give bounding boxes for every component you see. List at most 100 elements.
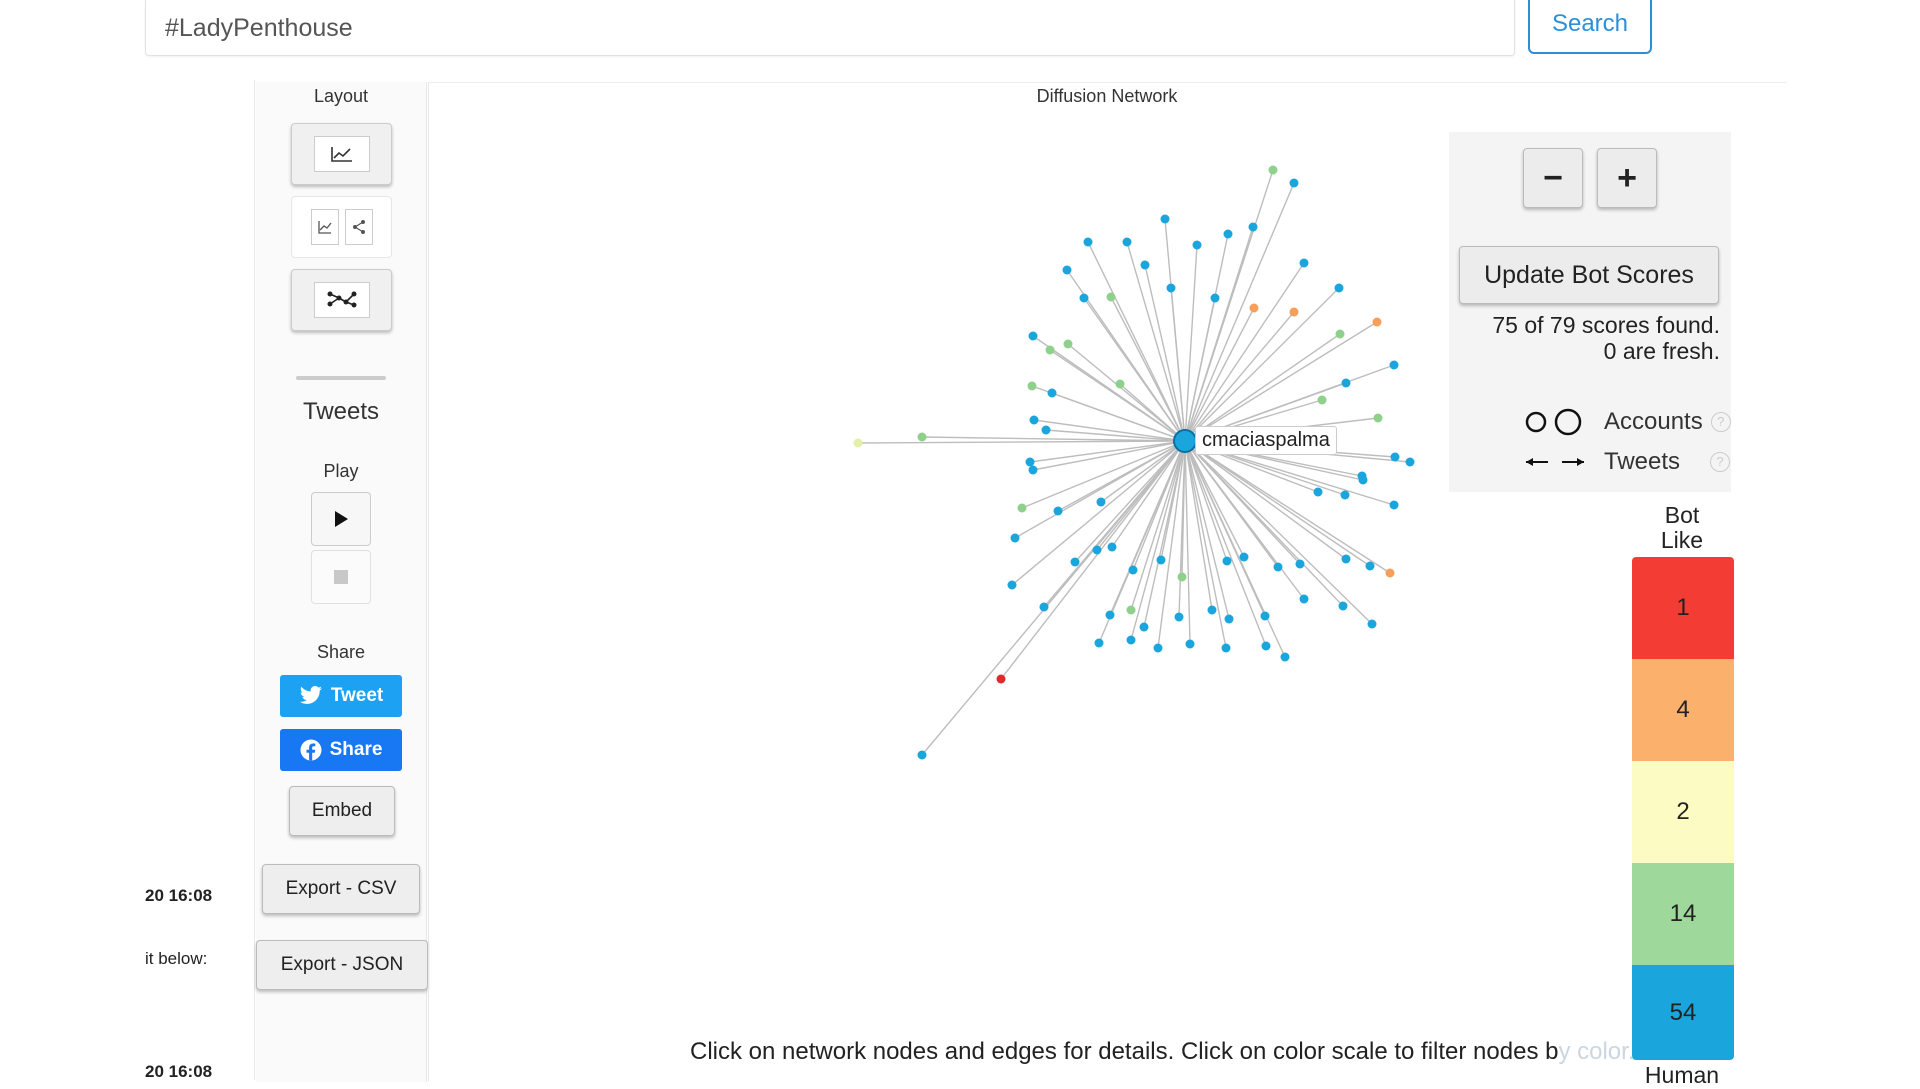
network-edge[interactable] [1087,241,1186,442]
scale-bucket[interactable]: 1 [1632,557,1734,659]
network-edge[interactable] [1184,440,1191,645]
network-edge[interactable] [1126,241,1186,442]
network-edge[interactable] [1143,440,1186,628]
network-node[interactable] [1096,497,1106,507]
network-edge[interactable] [1032,440,1186,471]
network-node[interactable] [1010,533,1020,543]
network-node[interactable] [1177,572,1187,582]
network-node[interactable] [1341,378,1351,388]
network-node[interactable] [1299,258,1309,268]
network-edge[interactable] [1130,440,1186,611]
network-edge[interactable] [921,440,1186,756]
layout-button-split[interactable] [291,196,392,258]
network-node[interactable] [1338,601,1348,611]
network-node[interactable] [1039,602,1049,612]
network-node[interactable] [1126,605,1136,615]
network-edge[interactable] [1184,440,1213,611]
network-node[interactable] [1313,487,1323,497]
network-node[interactable] [1153,643,1163,653]
network-node[interactable] [1122,237,1132,247]
network-edge[interactable] [857,440,1186,444]
network-node[interactable] [1083,237,1093,247]
center-node[interactable] [1173,429,1197,453]
network-node[interactable] [1221,643,1231,653]
network-node[interactable] [1248,222,1258,232]
search-input[interactable] [163,8,1467,48]
network-node[interactable] [1317,395,1327,405]
network-node[interactable] [1373,413,1383,423]
network-node[interactable] [1047,388,1057,398]
network-node[interactable] [1185,639,1195,649]
network-edge[interactable] [1184,226,1254,442]
network-edge[interactable] [1098,440,1186,644]
zoom-out-button[interactable]: − [1523,148,1583,208]
network-node[interactable] [1062,265,1072,275]
network-node[interactable] [1192,240,1202,250]
network-node[interactable] [1106,292,1116,302]
network-node[interactable] [1028,465,1038,475]
network-edge[interactable] [1119,383,1186,442]
network-node[interactable] [1028,331,1038,341]
network-node[interactable] [1372,317,1382,327]
network-edge[interactable] [1184,333,1341,442]
network-edge[interactable] [1130,440,1186,641]
network-node[interactable] [1128,565,1138,575]
network-edge[interactable] [1184,440,1230,620]
network-node[interactable] [1007,580,1017,590]
network-node[interactable] [917,432,927,442]
network-node[interactable] [1249,303,1259,313]
tweet-share-button[interactable]: Tweet [280,675,402,717]
layout-button-line[interactable] [291,123,392,185]
network-node[interactable] [1017,503,1027,513]
network-node[interactable] [996,674,1006,684]
network-node[interactable] [1224,614,1234,624]
network-node[interactable] [1365,561,1375,571]
network-node[interactable] [1207,605,1217,615]
network-node[interactable] [1094,638,1104,648]
search-button[interactable]: Search [1528,0,1652,54]
play-button[interactable] [311,492,371,546]
network-edge[interactable] [1184,244,1198,442]
network-edge[interactable] [1083,297,1186,442]
layout-button-network[interactable] [291,269,392,331]
network-node[interactable] [1029,415,1039,425]
network-edge[interactable] [1110,296,1186,442]
network-node[interactable] [1053,506,1063,516]
scale-bucket[interactable]: 2 [1632,761,1734,863]
network-edge[interactable] [1184,440,1371,567]
network-node[interactable] [1140,260,1150,270]
network-edge[interactable] [1184,287,1340,442]
update-bot-scores-button[interactable]: Update Bot Scores [1459,246,1719,304]
network-node[interactable] [1334,283,1344,293]
network-node[interactable] [1156,555,1166,565]
network-edge[interactable] [1011,440,1186,586]
network-node[interactable] [1289,178,1299,188]
network-node[interactable] [1268,165,1278,175]
network-node[interactable] [1210,293,1220,303]
network-node[interactable] [1027,381,1037,391]
network-node[interactable] [1115,379,1125,389]
network-node[interactable] [1139,622,1149,632]
network-node[interactable] [1335,329,1345,339]
help-icon[interactable]: ? [1710,412,1731,432]
network-edge[interactable] [1184,440,1305,600]
scale-bucket[interactable]: 54 [1632,965,1734,1060]
network-edge[interactable] [1144,264,1186,442]
network-edge[interactable] [1184,440,1228,562]
network-node[interactable] [1092,545,1102,555]
network-node[interactable] [1280,652,1290,662]
network-edge[interactable] [1067,343,1186,442]
network-edge[interactable] [1184,440,1347,560]
network-node[interactable] [1166,283,1176,293]
network-edge[interactable] [1049,349,1186,442]
network-edge[interactable] [1184,297,1216,442]
export-json-button[interactable]: Export - JSON [256,940,428,990]
network-edge[interactable] [1184,262,1305,442]
network-node[interactable] [1295,559,1305,569]
network-node[interactable] [1299,594,1309,604]
network-node[interactable] [1222,556,1232,566]
network-node[interactable] [1385,568,1395,578]
network-edge[interactable] [1184,440,1344,607]
network-node[interactable] [1261,641,1271,651]
network-node[interactable] [1260,611,1270,621]
